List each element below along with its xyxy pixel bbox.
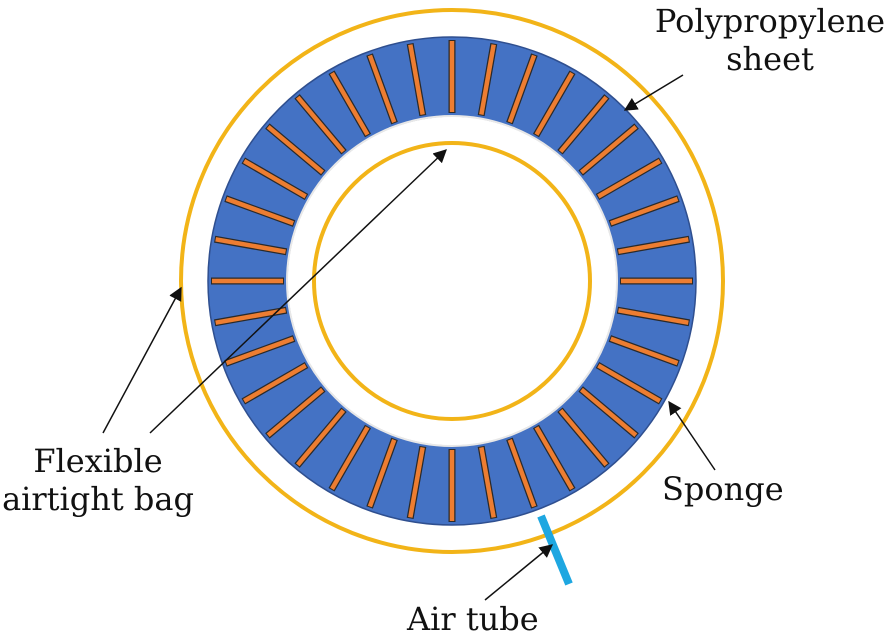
- polypropylene-sheet: [408, 44, 425, 115]
- polypropylene-sheet: [597, 159, 661, 199]
- polypropylene-sheet-label: Polypropylene sheet: [650, 2, 890, 78]
- polypropylene-sheet: [243, 159, 307, 199]
- flexible-bag-arrow-inner: [149, 149, 447, 434]
- polypropylene-sheet: [580, 387, 638, 437]
- polypropylene-sheets: [211, 40, 693, 522]
- polypropylene-sheet: [266, 387, 324, 437]
- polypropylene-sheet: [367, 439, 397, 508]
- sponge-inner-edge: [286, 115, 618, 447]
- flexible-airtight-bag-label: Flexible airtight bag: [0, 442, 196, 518]
- polypropylene-sheet: [215, 308, 286, 325]
- polypropylene-sheet: [479, 44, 496, 115]
- polypropylene-sheet: [296, 95, 346, 153]
- polypropylene-arrow: [623, 74, 684, 111]
- polypropylene-sheet: [558, 95, 608, 153]
- outer-airtight-bag: [179, 8, 725, 554]
- polypropylene-sheet: [507, 439, 537, 508]
- polypropylene-sheet: [266, 125, 324, 175]
- polypropylene-label-line1: Polypropylene: [654, 2, 886, 40]
- polypropylene-sheet: [610, 196, 679, 226]
- air-tube-arrow: [484, 544, 554, 601]
- flexible-label-line1: Flexible: [33, 442, 163, 480]
- polypropylene-sheet: [618, 308, 689, 325]
- air-tube-label: Air tube: [407, 600, 539, 638]
- flexible-bag-arrow-outer: [102, 286, 182, 434]
- polypropylene-sheet: [610, 336, 679, 366]
- inner-airtight-bag: [312, 141, 592, 421]
- polypropylene-sheet: [597, 363, 661, 403]
- polypropylene-sheet: [408, 447, 425, 518]
- polypropylene-sheet: [558, 409, 608, 467]
- polypropylene-sheet: [367, 54, 397, 123]
- polypropylene-sheet: [618, 237, 689, 254]
- polypropylene-sheet: [507, 54, 537, 123]
- air-tube: [537, 514, 573, 586]
- polypropylene-sheet: [225, 196, 294, 226]
- polypropylene-sheet: [243, 363, 307, 403]
- flexible-label-line2: airtight bag: [2, 480, 194, 518]
- polypropylene-label-line2: sheet: [726, 40, 814, 78]
- polypropylene-sheet: [479, 447, 496, 518]
- polypropylene-sheet: [330, 426, 370, 490]
- polypropylene-sheet: [580, 125, 638, 175]
- polypropylene-sheet: [534, 72, 574, 136]
- sponge-label: Sponge: [662, 470, 784, 508]
- polypropylene-sheet: [534, 426, 574, 490]
- sponge-arrow: [668, 400, 716, 471]
- polypropylene-sheet: [330, 72, 370, 136]
- polypropylene-sheet: [225, 336, 294, 366]
- polypropylene-sheet: [215, 237, 286, 254]
- polypropylene-sheet: [296, 409, 346, 467]
